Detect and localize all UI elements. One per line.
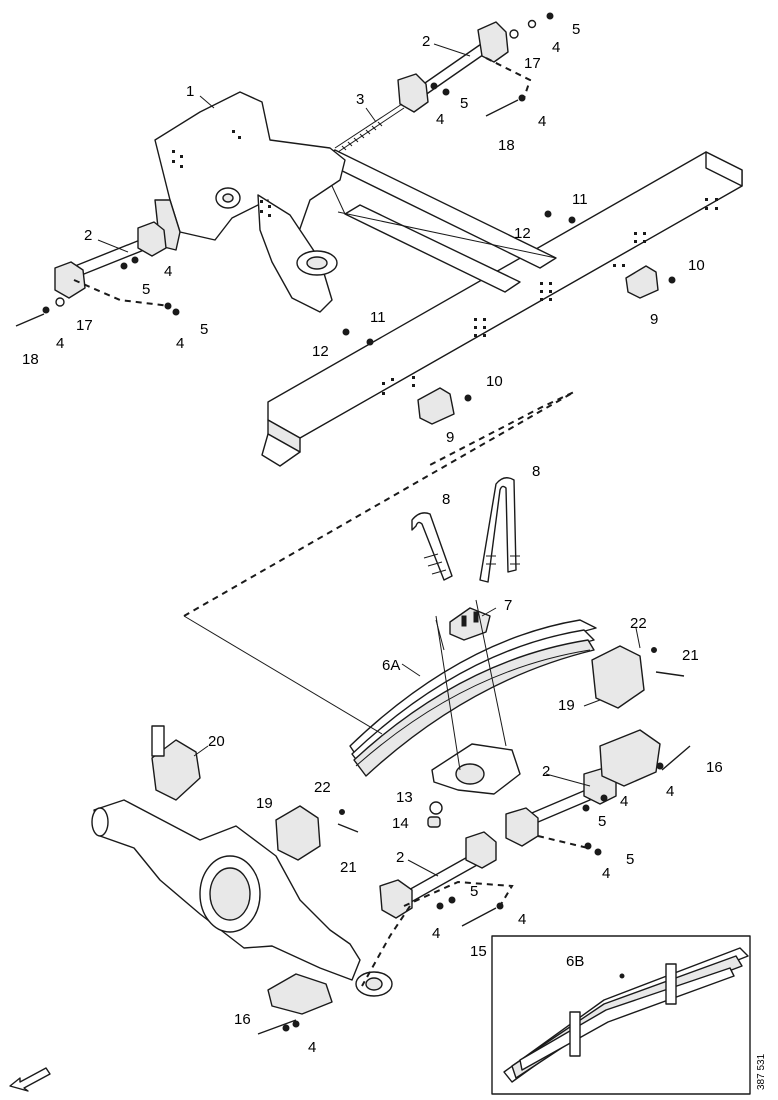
- callout-20: 20: [208, 733, 225, 750]
- callout-4: 4: [552, 39, 560, 56]
- reaction-rod-lower-left: [379, 831, 497, 919]
- callout-5: 5: [460, 95, 468, 112]
- callout-4: 4: [518, 911, 526, 928]
- callout-4: 4: [164, 263, 172, 280]
- callout-4: 4: [666, 783, 674, 800]
- callout-10: 10: [688, 257, 705, 274]
- assembly-connection-lines: [73, 57, 589, 987]
- callout-4: 4: [176, 335, 184, 352]
- rear-axle-housing: [91, 799, 393, 997]
- callout-4: 4: [436, 111, 444, 128]
- callout-17: 17: [76, 317, 93, 334]
- callout-8: 8: [532, 463, 540, 480]
- callout-5: 5: [626, 851, 634, 868]
- callout-17: 17: [524, 55, 541, 72]
- spring-hanger-bracket-9: [417, 265, 659, 425]
- callout-leader-lines: [97, 43, 641, 877]
- callout-22: 22: [630, 615, 647, 632]
- centre-bracket: [154, 91, 346, 313]
- axle-bracket-20: [151, 725, 201, 801]
- callout-22: 22: [314, 779, 331, 796]
- reaction-rod-upper-left: [54, 221, 167, 299]
- callout-3: 3: [356, 91, 364, 108]
- spring-seat: [427, 743, 521, 828]
- callout-18: 18: [22, 351, 39, 368]
- inset-leaf-spring-6b: [491, 935, 751, 1095]
- callout-19: 19: [558, 697, 575, 714]
- rear-hanger-bracket-19-right: [591, 645, 691, 787]
- callout-9: 9: [650, 311, 658, 328]
- callout-21: 21: [340, 859, 357, 876]
- callout-6a: 6A: [382, 657, 400, 674]
- callout-5: 5: [470, 883, 478, 900]
- figure-reference-id: 387 531: [756, 1053, 767, 1090]
- callout-10: 10: [486, 373, 503, 390]
- callout-2: 2: [542, 763, 550, 780]
- fasteners-upper: [15, 12, 676, 402]
- direction-arrow-icon: [9, 1067, 51, 1092]
- callout-11: 11: [370, 309, 386, 326]
- callout-12: 12: [514, 225, 531, 242]
- callout-2: 2: [84, 227, 92, 244]
- callout-9: 9: [446, 429, 454, 446]
- callout-7: 7: [504, 597, 512, 614]
- callout-4: 4: [56, 335, 64, 352]
- callout-5: 5: [200, 321, 208, 338]
- callout-2: 2: [396, 849, 404, 866]
- callout-19: 19: [256, 795, 273, 812]
- callout-4: 4: [620, 793, 628, 810]
- callout-11: 11: [572, 191, 588, 208]
- leaf-spring-6a: [349, 619, 597, 777]
- callout-16: 16: [234, 1011, 251, 1028]
- callout-4: 4: [308, 1039, 316, 1056]
- axle-bracket-19-left: [275, 805, 321, 861]
- frame-side-member: [261, 151, 743, 467]
- frame-cross-member: [319, 149, 557, 293]
- callout-14: 14: [392, 815, 409, 832]
- callout-16: 16: [706, 759, 723, 776]
- callout-1: 1: [186, 83, 194, 100]
- callout-2: 2: [422, 33, 430, 50]
- callout-5: 5: [142, 281, 150, 298]
- axle-bracket-lower: [257, 973, 333, 1035]
- callout-4: 4: [602, 865, 610, 882]
- callout-5: 5: [572, 21, 580, 38]
- callout-4: 4: [538, 113, 546, 130]
- callout-15: 15: [470, 943, 487, 960]
- callout-21: 21: [682, 647, 699, 664]
- callout-13: 13: [396, 789, 413, 806]
- reaction-rod-lower-right: [505, 767, 617, 847]
- inset-callout-6b: 6B: [566, 953, 584, 970]
- torque-rod-3: [334, 103, 405, 153]
- callout-8: 8: [442, 491, 450, 508]
- u-bolt-8-right: [479, 477, 520, 583]
- frame-bolt-holes: [382, 198, 718, 395]
- callout-18: 18: [498, 137, 515, 154]
- spacer-7: [449, 607, 491, 641]
- u-bolt-8-left: [411, 512, 453, 581]
- callout-4: 4: [432, 925, 440, 942]
- callout-labels: 1 2 2 2 2 3 4 4 4 4 4 4 4 4 4 4 4 4 4 5 …: [22, 21, 723, 1056]
- callout-5: 5: [598, 813, 606, 830]
- reaction-rod-upper-right: [397, 21, 509, 113]
- callout-12: 12: [312, 343, 329, 360]
